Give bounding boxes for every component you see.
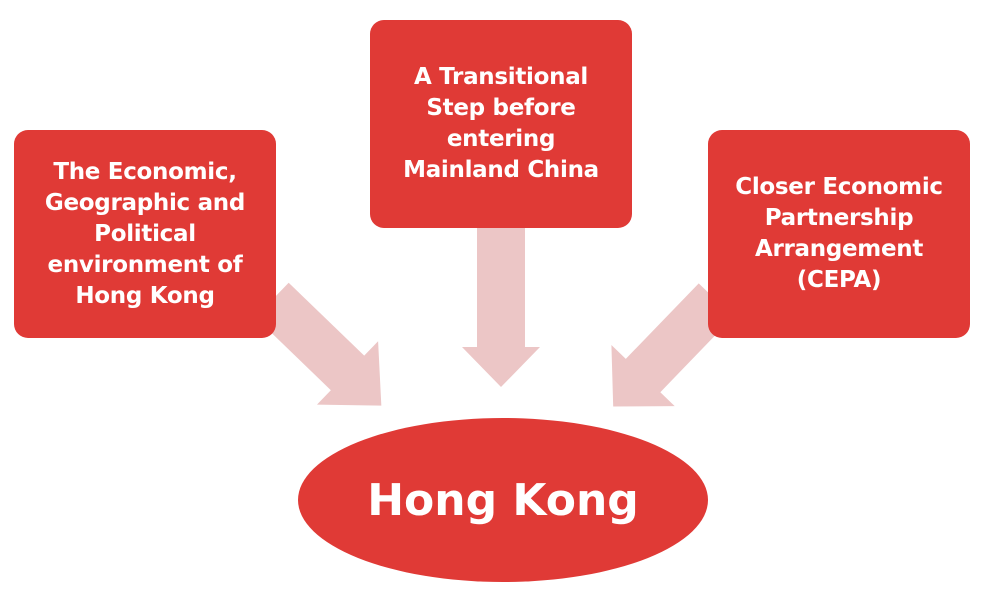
factor-box-environment: The Economic, Geographic and Political e…: [14, 130, 276, 338]
arrow-left: [255, 282, 382, 406]
arrow-middle: [462, 228, 540, 387]
arrow-right: [611, 283, 734, 407]
factor-label: The Economic, Geographic and Political e…: [44, 158, 246, 309]
factor-box-transitional-step: A Transitional Step before entering Main…: [370, 20, 632, 228]
factor-box-cepa: Closer Economic Partnership Arrangement …: [708, 130, 970, 338]
center-ellipse-hong-kong: Hong Kong: [298, 418, 708, 582]
center-label: Hong Kong: [367, 474, 639, 526]
factor-label: A Transitional Step before entering Main…: [403, 64, 599, 183]
factor-label: Closer Economic Partnership Arrangement …: [735, 174, 943, 293]
